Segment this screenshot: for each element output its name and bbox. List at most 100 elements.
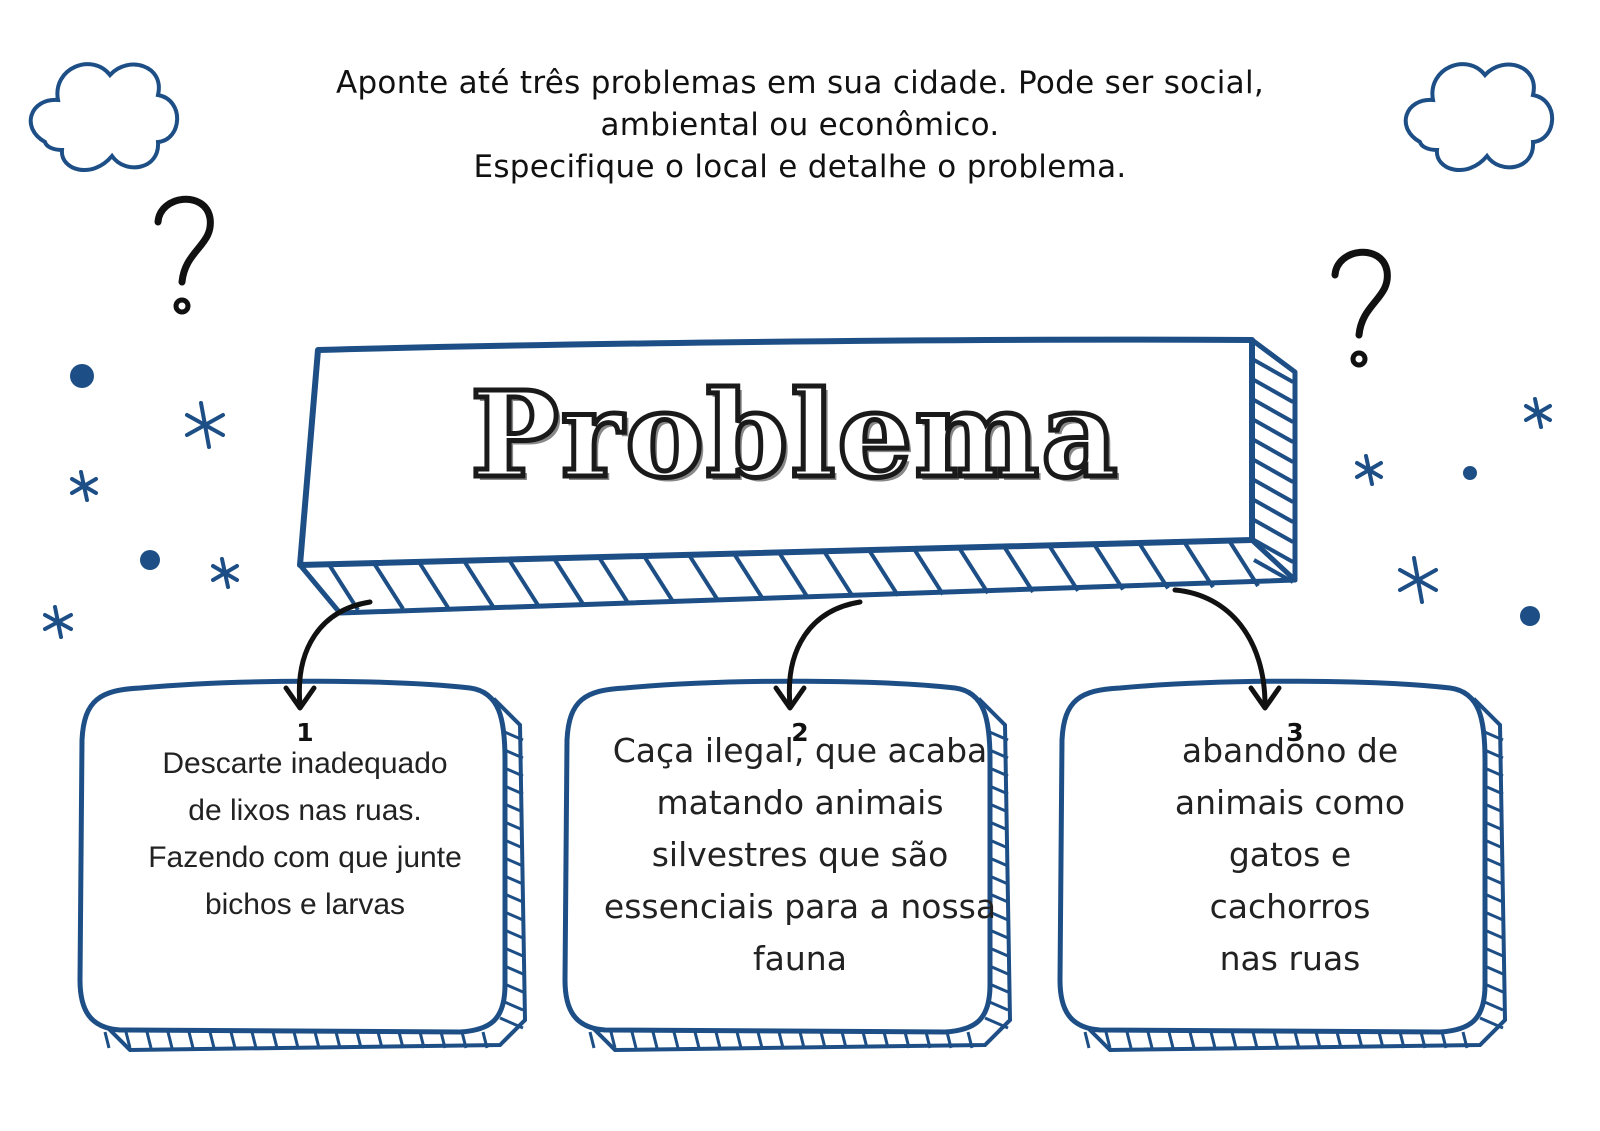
box-number-2: 2: [791, 718, 809, 747]
hatch-line: [1440, 1031, 1448, 1049]
hatch-line: [271, 1031, 279, 1049]
box-text-line: Caça ilegal, que acaba: [612, 731, 988, 770]
hatch-line: [958, 548, 990, 595]
instructions-line: Especifique o local e detalhe o problema…: [473, 149, 1127, 185]
hatch-line: [798, 1031, 806, 1049]
box-text-line: Descarte inadequado: [162, 747, 448, 780]
hatch-line: [868, 550, 900, 597]
hatch-line: [1356, 1031, 1364, 1049]
hatch-line: [208, 1031, 216, 1049]
hatch-line: [733, 554, 765, 601]
hatch-line: [1293, 1031, 1301, 1049]
star-icon: [185, 401, 225, 449]
hatch-line: [1251, 1031, 1259, 1049]
hatch-line: [1230, 1031, 1238, 1049]
hatch-line: [145, 1031, 153, 1049]
hatch-line: [1253, 418, 1294, 444]
hatch-line: [1377, 1031, 1385, 1049]
hatch-line: [1272, 1031, 1280, 1049]
hatch-line: [1146, 1031, 1154, 1049]
instructions-text: Aponte até três problemas em sua cidade.…: [300, 62, 1300, 188]
hatch-line: [292, 1031, 300, 1049]
problem-banner: [297, 336, 1298, 616]
hatch-line: [439, 1031, 447, 1049]
box-text-line: bichos e larvas: [204, 888, 406, 921]
hatch-line: [1253, 478, 1294, 504]
star-icon: [70, 470, 98, 502]
hatch-line: [819, 1031, 827, 1049]
star-icon: [211, 557, 239, 589]
problem-box-1: [77, 678, 528, 1053]
hatch-line: [355, 1031, 363, 1049]
hatch-line: [1335, 1031, 1343, 1049]
banner-title: Problema: [468, 363, 1120, 507]
box-text-2: Caça ilegal, que acaba matando animais s…: [585, 725, 1015, 985]
box-text-3: abandono de animais como gatos e cachorr…: [1080, 725, 1500, 985]
box-text-line: abandono de: [1181, 731, 1399, 770]
hatch-line: [373, 563, 405, 610]
arrow-icon: [773, 599, 863, 711]
hatch-line: [598, 557, 630, 604]
hatch-line: [124, 1031, 132, 1049]
hatch-line: [334, 1031, 342, 1049]
hatch-line: [643, 556, 675, 603]
hatch-line: [397, 1031, 405, 1049]
hatch-line: [588, 1031, 596, 1049]
hatch-line: [1253, 538, 1294, 564]
hatch-line: [1253, 458, 1294, 484]
hatch-line: [313, 1031, 321, 1049]
dot-icon: [140, 550, 160, 570]
hatch-line: [1314, 1031, 1322, 1049]
hatch-line: [630, 1031, 638, 1049]
hatch-line: [250, 1031, 258, 1049]
hatch-line: [903, 1031, 911, 1049]
hatch-line: [1209, 1031, 1217, 1049]
hatch-line: [1479, 1016, 1504, 1030]
hatch-line: [328, 564, 360, 612]
box-text-line: animais como: [1174, 783, 1406, 822]
hatch-line: [609, 1031, 617, 1049]
box-text-line: cachorros: [1209, 887, 1371, 926]
box-text-line: fauna: [753, 939, 847, 978]
box-text-line: silvestres que são: [651, 835, 949, 874]
cloud-icon: [1403, 62, 1555, 173]
dot-icon: [1463, 466, 1477, 480]
hatch-line: [1228, 540, 1260, 588]
hatch-line: [376, 1031, 384, 1049]
hatch-line: [1104, 1031, 1112, 1049]
hatch-line: [229, 1031, 237, 1049]
hatch-line: [1183, 542, 1215, 589]
hatch-line: [693, 1031, 701, 1049]
hatch-line: [463, 561, 495, 608]
hatch-line: [672, 1031, 680, 1049]
star-icon: [1355, 454, 1383, 486]
box-text-line: Fazendo com que junte: [148, 841, 462, 874]
hatch-line: [1003, 546, 1035, 594]
hatch-line: [1461, 1031, 1469, 1049]
hatch-line: [553, 558, 585, 606]
box-text-line: nas ruas: [1219, 939, 1361, 978]
arrow-icon: [1172, 587, 1282, 711]
hatch-line: [913, 549, 945, 596]
hatch-line: [1125, 1031, 1133, 1049]
box-text-1: Descarte inadequado de lixos nas ruas. F…: [100, 740, 510, 928]
hatch-line: [882, 1031, 890, 1049]
hatch-line: [924, 1031, 932, 1049]
hatch-line: [1138, 543, 1170, 590]
hatch-line: [1253, 498, 1294, 524]
box-number-3: 3: [1286, 718, 1304, 747]
hatch-line: [166, 1031, 174, 1049]
hatch-line: [1253, 438, 1294, 464]
hatch-line: [103, 1031, 111, 1049]
hatch-line: [756, 1031, 764, 1049]
dot-icon: [1520, 606, 1540, 626]
hatch-line: [499, 1016, 524, 1030]
question-mark-icon: [154, 195, 214, 315]
hatch-line: [1048, 545, 1080, 592]
box-text-line: matando animais: [656, 783, 944, 822]
hatch-line: [651, 1031, 659, 1049]
hatch-line: [1083, 1031, 1091, 1049]
instructions-line: ambiental ou econômico.: [600, 107, 1000, 143]
hatch-line: [1253, 378, 1294, 404]
